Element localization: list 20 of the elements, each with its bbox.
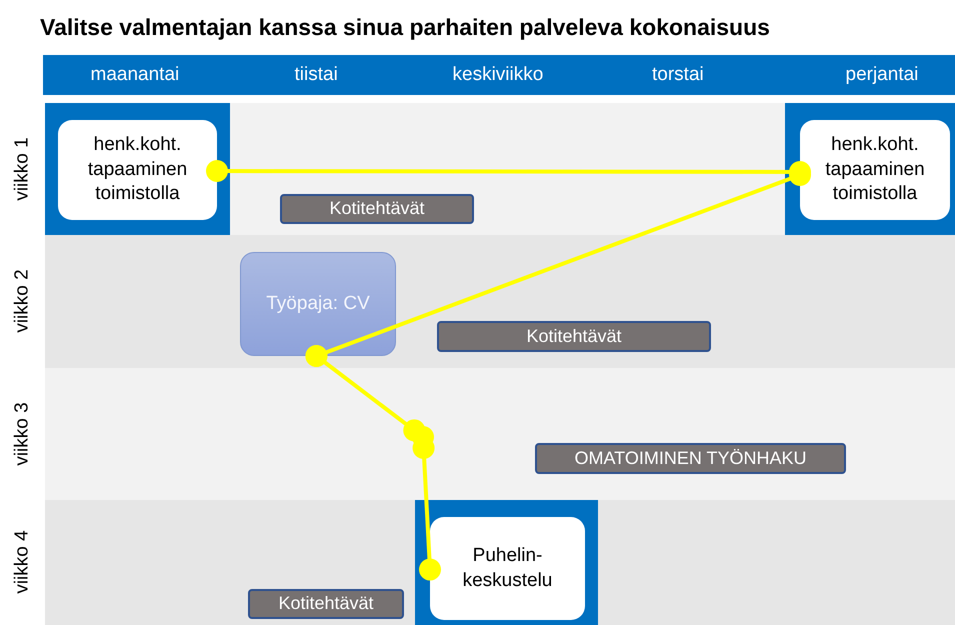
weekday-label: maanantai (90, 64, 180, 86)
task-bar: Kotitehtävät (437, 321, 711, 352)
week-label: viikko 4 (11, 530, 34, 594)
task-bar: Kotitehtävät (248, 589, 404, 619)
meeting-box: Puhelin- keskustelu (430, 517, 585, 620)
task-bar: Kotitehtävät (280, 194, 474, 224)
workshop-box: Työpaja: CV (240, 252, 396, 356)
week-label: viikko 2 (11, 269, 34, 333)
week-label: viikko 3 (11, 402, 34, 466)
weekday-label: perjantai (846, 64, 918, 86)
weekday-label: torstai (652, 64, 704, 86)
meeting-box: henk.koht. tapaaminen toimistolla (800, 120, 950, 220)
connector-line (206, 160, 811, 183)
weekday-label: tiistai (294, 64, 338, 86)
task-bar: OMATOIMINEN TYÖNHAKU (535, 443, 846, 474)
connector-line (305, 345, 426, 442)
meeting-box: henk.koht. tapaaminen toimistolla (58, 120, 217, 220)
week-label: viikko 1 (11, 137, 34, 201)
title: Valitse valmentajan kanssa sinua parhaiten palveleva kokonaisuus (40, 14, 770, 41)
weekday-label: keskiviikko (452, 64, 544, 86)
